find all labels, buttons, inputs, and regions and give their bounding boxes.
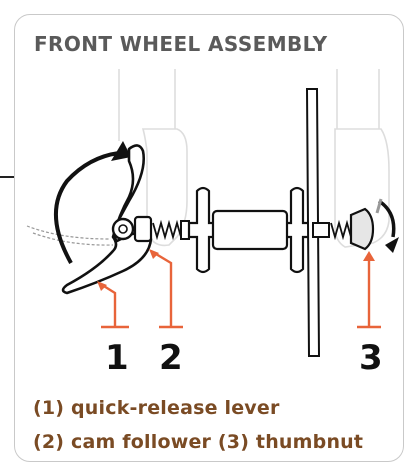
lever-rotation-arrow-head: [111, 141, 131, 161]
page-edge-tick: [0, 176, 14, 178]
right-spring: [330, 219, 352, 241]
caption-line-1: (1) quick-release lever: [33, 397, 280, 419]
cam-follower: [133, 215, 153, 243]
wheel-assembly-illustration: [26, 69, 399, 357]
thumbnut: [349, 207, 375, 251]
caption-line-2: (2) cam follower (3) thumbnut: [33, 431, 364, 453]
diagram-title: FRONT WHEEL ASSEMBLY: [34, 32, 328, 56]
left-dropout: [141, 128, 188, 247]
diagram-card: FRONT WHEEL ASSEMBLY: [14, 14, 404, 462]
thumbnut-rotation-arrow: [377, 199, 396, 238]
callout-number-1: 1: [105, 338, 129, 378]
callout-number-3: 3: [359, 338, 383, 378]
right-dropout: [334, 128, 390, 248]
wheel-hub: [187, 186, 315, 274]
left-spring: [152, 219, 182, 241]
skewer-dashed: [26, 225, 110, 240]
skewer-dashed-2: [32, 232, 114, 246]
lever-rotation-arrow: [54, 151, 120, 264]
leader-lines: [98, 249, 381, 329]
callout-number-2: 2: [159, 338, 183, 378]
